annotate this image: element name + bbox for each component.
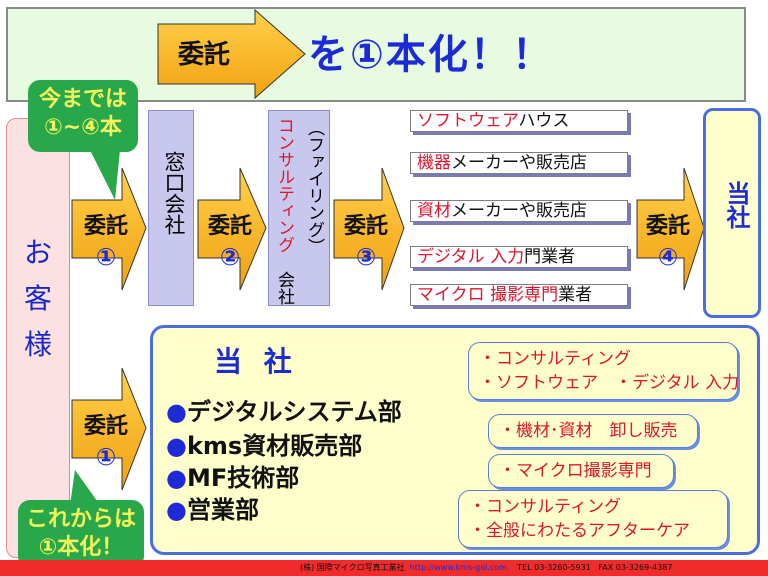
footer-company: (株) 国際マイクロ写真工業社: [300, 563, 405, 572]
vendor-software-house-black: ハウス: [518, 111, 570, 131]
callout-from-now: これからは ①本化！: [18, 500, 144, 568]
vendor-equipment-red: 機器: [417, 153, 451, 173]
department-sales: ●営業部: [166, 490, 259, 525]
customer-char-2: 客: [23, 282, 52, 315]
customer-column: [6, 118, 70, 558]
banner-headline: を①本化！！: [308, 32, 554, 78]
arrow-3-text: 委託: [343, 214, 388, 239]
footer-url[interactable]: http://www.kms-gol.com.: [409, 563, 510, 572]
arrow-4-shape: [636, 167, 705, 291]
department-sales-name: 営業部: [186, 496, 259, 524]
service-digital-line2: ・ソフトウェア ・デジタル 入力: [479, 373, 740, 393]
arrow-3-number: ③: [355, 243, 377, 271]
vendor-micro-photo: マイクロ 撮影専門業者: [410, 284, 628, 306]
consulting-suffix: 会社: [274, 271, 294, 305]
bullet-icon: ●: [166, 398, 187, 426]
footer-band: [0, 560, 768, 576]
service-box-mf-tech: ・マイクロ撮影専門: [488, 454, 674, 488]
vendor-micro-photo-black: 業者: [558, 285, 593, 305]
arrow-1-number: ①: [95, 243, 117, 271]
vendor-digital-input-black: 門業者: [524, 247, 576, 267]
vendor-materials-black: メーカーや販売店: [451, 201, 587, 221]
arrow-2-text: 委託: [207, 214, 252, 239]
service-materials-line1: ・機材･資材 卸し販売: [499, 421, 678, 441]
arrow-bottom-number: ①: [95, 443, 117, 471]
callout-from-now-line1: これからは: [25, 507, 136, 532]
callout-until-now-line2: ①~④本: [44, 115, 122, 140]
arrow-1-label: 委託 ①: [76, 212, 136, 272]
vendor-materials: 資材メーカーや販売店: [410, 200, 628, 222]
department-mf-tech-name: MF技術部: [186, 464, 300, 492]
vendor-equipment-black: メーカーや販売店: [451, 153, 587, 173]
footer-text: (株) 国際マイクロ写真工業社 http://www.kms-gol.com. …: [300, 562, 672, 573]
vendor-micro-photo-red: マイクロ 撮影専門: [417, 285, 559, 305]
arrow-2-number: ②: [219, 243, 241, 271]
customer-char-3: 様: [23, 328, 52, 361]
service-sales-line2: ・全般にわたるアフターケア: [469, 521, 690, 541]
footer-tel: TEL 03-3260-5931: [517, 563, 591, 572]
consulting-prefix: （ファイリング）: [304, 119, 324, 255]
bullet-icon: ●: [166, 432, 187, 460]
consulting-company-box: （ファイリング） コンサルティング 会社: [268, 110, 330, 306]
vendor-materials-red: 資材: [417, 201, 451, 221]
department-mf-tech: ●MF技術部: [166, 458, 299, 493]
service-mf-line1: ・マイクロ撮影専門: [499, 461, 652, 481]
service-box-digital-system: ・コンサルティング ・ソフトウェア ・デジタル 入力: [468, 342, 740, 400]
department-kms-materials: ●kms資材販売部: [166, 426, 362, 461]
arrow-2-shape: [197, 167, 267, 291]
arrow-3-shape: [333, 167, 405, 291]
banner-arrow-label: 委託: [178, 40, 231, 70]
customer-char-1: お: [23, 236, 52, 269]
service-box-sales: ・コンサルティング ・全般にわたるアフターケア: [458, 490, 728, 548]
arrow-2-label: 委託 ②: [200, 212, 260, 272]
vendor-software-house-red: ソフトウェア: [417, 111, 519, 131]
arrow-3-label: 委託 ③: [336, 212, 396, 272]
vendor-software-house: ソフトウェアハウス: [410, 110, 628, 132]
consulting-main: コンサルティング: [274, 117, 294, 253]
vendor-digital-input-red: デジタル 入力: [417, 247, 525, 267]
service-box-materials: ・機材･資材 卸し販売: [488, 414, 698, 448]
arrow-1-text: 委託: [83, 214, 128, 239]
callout-top-tail: [90, 150, 120, 200]
bullet-icon: ●: [166, 464, 187, 492]
window-company-box: 窓口会社: [148, 110, 194, 306]
our-company-box: 当社: [703, 108, 761, 318]
department-kms-materials-name: kms資材販売部: [186, 432, 363, 460]
arrow-4-number: ④: [657, 243, 679, 271]
arrow-1-shape: [71, 167, 147, 291]
arrow-bottom-shape: [71, 367, 147, 491]
vendor-digital-input: デジタル 入力門業者: [410, 246, 628, 268]
callout-until-now-line1: 今までは: [38, 87, 127, 112]
arrow-4-text: 委託: [645, 214, 690, 239]
arrow-bottom-label: 委託 ①: [76, 412, 136, 472]
bullet-icon: ●: [166, 496, 187, 524]
vendor-equipment: 機器メーカーや販売店: [410, 152, 628, 174]
service-sales-line1: ・コンサルティング: [469, 497, 621, 517]
department-digital-system: ●デジタルシステム部: [166, 392, 402, 427]
arrow-4-label: 委託 ④: [638, 212, 698, 272]
callout-bottom-tail: [70, 470, 100, 505]
panel-title: 当 社: [214, 345, 298, 378]
customer-label: お 客 様: [6, 230, 70, 368]
arrow-bottom-text: 委託: [83, 414, 128, 439]
footer-fax: FAX 03-3269-4387: [598, 563, 673, 572]
window-company-label: 窓口会社: [162, 151, 186, 235]
banner-arrow-overlay: [157, 8, 306, 100]
department-digital-system-name: デジタルシステム部: [186, 398, 402, 426]
service-digital-line1: ・コンサルティング: [479, 349, 631, 369]
callout-until-now: 今までは ①~④本: [28, 80, 138, 152]
callout-from-now-line2: ①本化！: [38, 535, 124, 560]
our-company-label: 当社: [722, 181, 750, 229]
